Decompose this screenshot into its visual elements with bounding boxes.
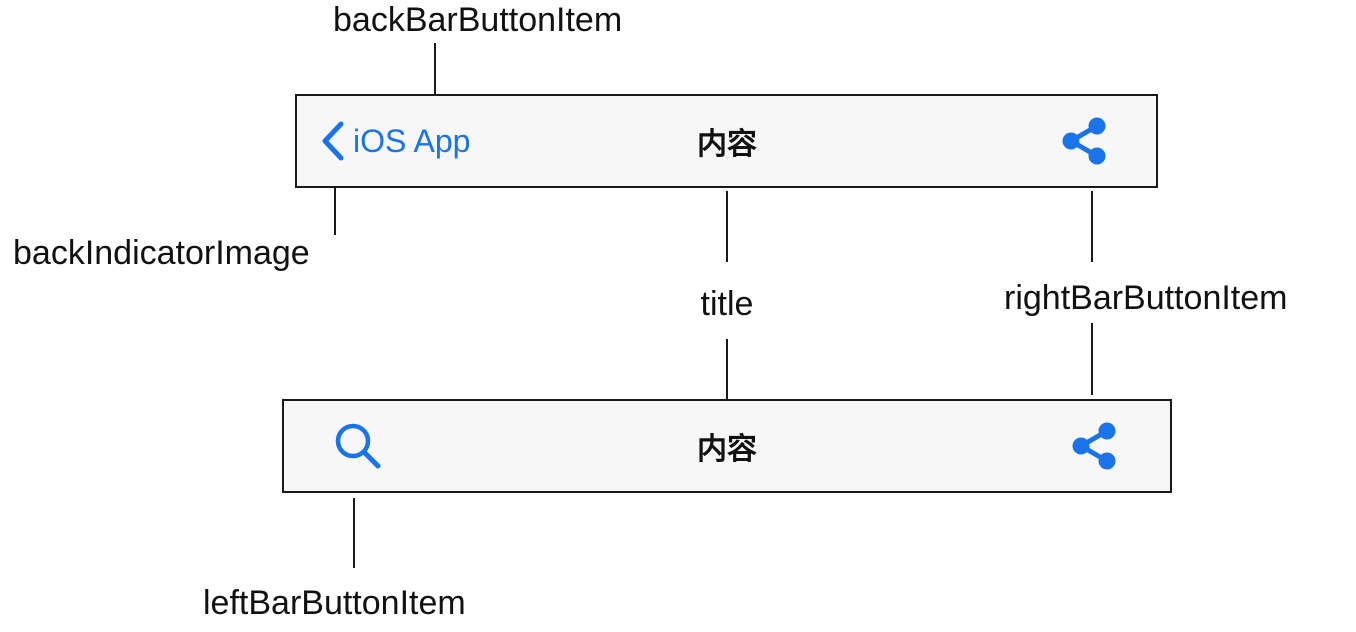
leader-right-bar-button-item-top xyxy=(1091,191,1093,262)
right-bar-button-item[interactable] xyxy=(1059,115,1111,167)
leader-back-indicator-image xyxy=(334,168,336,235)
back-bar-button-item[interactable]: iOS App xyxy=(319,119,470,163)
label-left-bar-button-item: leftBarButtonItem xyxy=(203,584,466,622)
share-icon xyxy=(1062,117,1106,165)
label-right-bar-button-item: rightBarButtonItem xyxy=(1004,279,1288,317)
nav-title: 内容 xyxy=(697,432,757,467)
nav-title: 内容 xyxy=(697,127,757,162)
leader-title-bottom xyxy=(726,339,728,410)
leader-back-bar-button-item xyxy=(434,43,436,114)
navigation-bar-with-left-item: 内容 xyxy=(282,399,1172,493)
leader-right-bar-button-item-bottom xyxy=(1091,323,1093,395)
left-bar-button-item[interactable] xyxy=(332,420,384,472)
back-button-label: iOS App xyxy=(353,122,471,159)
leader-left-bar-button-item xyxy=(353,498,355,568)
label-back-indicator-image: backIndicatorImage xyxy=(13,234,310,272)
chevron-left-icon xyxy=(322,121,344,161)
navigation-bar-with-back: iOS App 内容 xyxy=(295,94,1158,188)
label-title: title xyxy=(700,285,754,323)
share-icon xyxy=(1072,422,1116,470)
right-bar-button-item[interactable] xyxy=(1069,420,1121,472)
label-back-bar-button-item: backBarButtonItem xyxy=(333,1,623,39)
leader-title-top xyxy=(726,191,728,262)
search-icon xyxy=(335,423,381,469)
